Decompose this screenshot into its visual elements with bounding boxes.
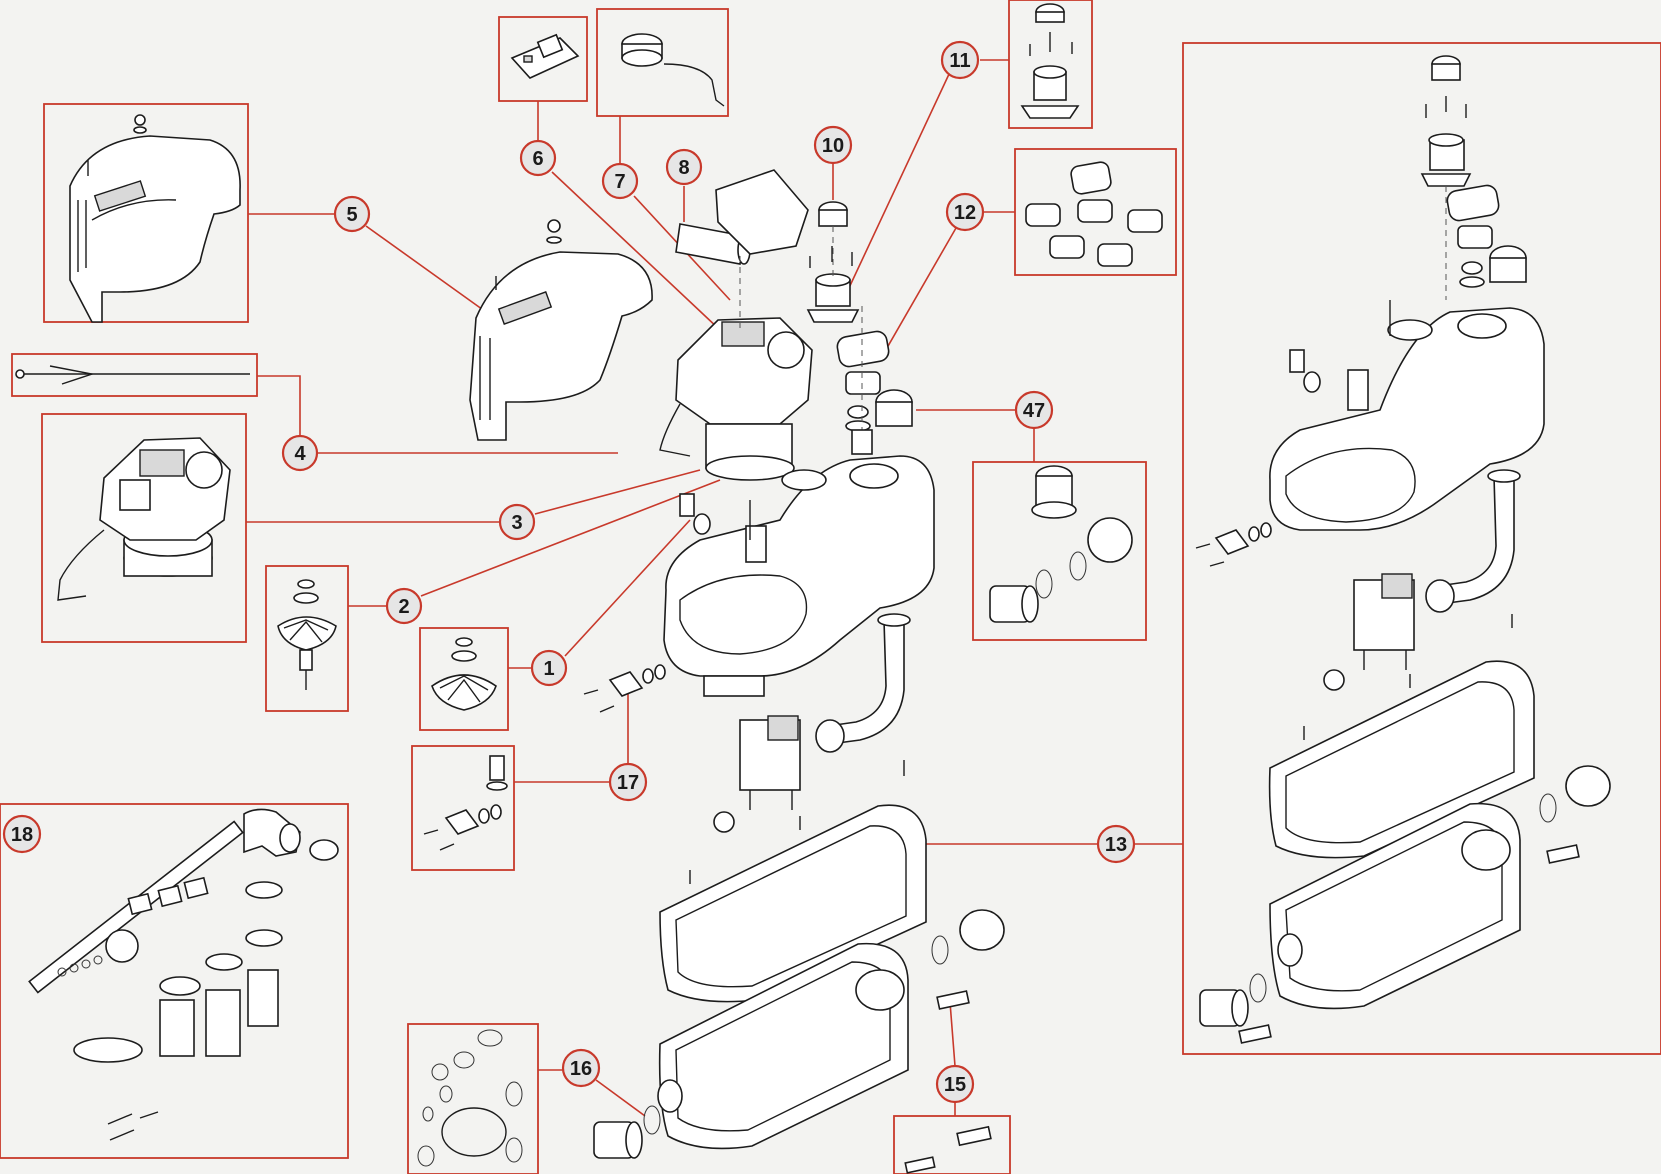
callout-label-2: 2 bbox=[398, 596, 409, 618]
callout-label-47: 47 bbox=[1023, 400, 1045, 422]
callout-label-11: 11 bbox=[949, 50, 970, 72]
detail-box-16 bbox=[407, 1023, 539, 1174]
callout-label-12: 12 bbox=[954, 202, 976, 224]
vent-assembly-detail bbox=[1020, 3, 1080, 119]
clip-plates-detail bbox=[904, 1125, 992, 1174]
detail-box-3 bbox=[41, 413, 247, 643]
filter-set-detail bbox=[1025, 161, 1163, 267]
detail-box-17 bbox=[411, 745, 515, 871]
detail-box-6 bbox=[498, 16, 588, 102]
detail-box-7 bbox=[596, 8, 729, 117]
seal-set-detail bbox=[417, 1029, 523, 1167]
callout-5: 5 bbox=[333, 195, 371, 233]
callout-10: 10 bbox=[813, 125, 853, 165]
detail-box-13 bbox=[1182, 42, 1661, 1055]
callout-17: 17 bbox=[608, 762, 648, 802]
callout-13: 13 bbox=[1096, 824, 1136, 864]
callout-label-6: 6 bbox=[532, 148, 543, 170]
callout-3: 3 bbox=[498, 503, 536, 541]
callout-label-5: 5 bbox=[346, 204, 357, 226]
callout-16: 16 bbox=[561, 1048, 601, 1088]
detail-box-11 bbox=[1008, 0, 1093, 129]
callout-label-8: 8 bbox=[678, 157, 689, 179]
pipe-kit-detail bbox=[28, 808, 339, 1141]
check-valve-detail bbox=[423, 755, 508, 851]
callout-11: 11 bbox=[940, 40, 980, 80]
callout-label-13: 13 bbox=[1105, 834, 1127, 856]
callout-label-10: 10 bbox=[822, 135, 844, 157]
callout-47: 47 bbox=[1014, 390, 1054, 430]
callout-15: 15 bbox=[935, 1064, 975, 1104]
pcb-detail bbox=[510, 33, 580, 79]
callout-label-4: 4 bbox=[294, 443, 306, 465]
cable-detail bbox=[15, 365, 250, 385]
callout-2: 2 bbox=[385, 587, 423, 625]
detail-box-18 bbox=[0, 803, 349, 1159]
detail-box-5 bbox=[43, 103, 249, 323]
cover-assembly-detail bbox=[69, 114, 241, 323]
detail-box-15 bbox=[893, 1115, 1011, 1174]
callout-label-1: 1 bbox=[543, 658, 554, 680]
callout-bubbles: 1 2 3 4 5 6 7 8 bbox=[2, 40, 1136, 1104]
callout-label-7: 7 bbox=[614, 171, 625, 193]
outlet-caps-detail bbox=[989, 465, 1133, 623]
leader-lines bbox=[246, 59, 1183, 1117]
callout-label-3: 3 bbox=[511, 512, 522, 534]
assembled-view bbox=[1195, 55, 1611, 1044]
callout-label-18: 18 bbox=[11, 824, 33, 846]
callout-8: 8 bbox=[665, 148, 703, 186]
detail-box-2 bbox=[265, 565, 349, 712]
callout-label-17: 17 bbox=[617, 772, 639, 794]
motor-assembly-detail bbox=[57, 437, 231, 601]
callout-18: 18 bbox=[2, 814, 42, 854]
callout-label-15: 15 bbox=[944, 1074, 966, 1096]
callout-label-16: 16 bbox=[570, 1058, 592, 1080]
detail-box-4 bbox=[11, 353, 258, 397]
callout-6: 6 bbox=[519, 139, 557, 177]
centre-exploded-view bbox=[469, 169, 1005, 1159]
impeller-detail-2 bbox=[277, 579, 337, 690]
impeller-detail-1 bbox=[431, 637, 497, 711]
callout-4: 4 bbox=[281, 434, 319, 472]
pressure-switch-detail bbox=[621, 33, 725, 107]
callout-1: 1 bbox=[530, 649, 568, 687]
detail-box-47 bbox=[972, 461, 1147, 641]
callout-12: 12 bbox=[945, 192, 985, 232]
callout-7: 7 bbox=[601, 162, 639, 200]
detail-box-1 bbox=[419, 627, 509, 731]
